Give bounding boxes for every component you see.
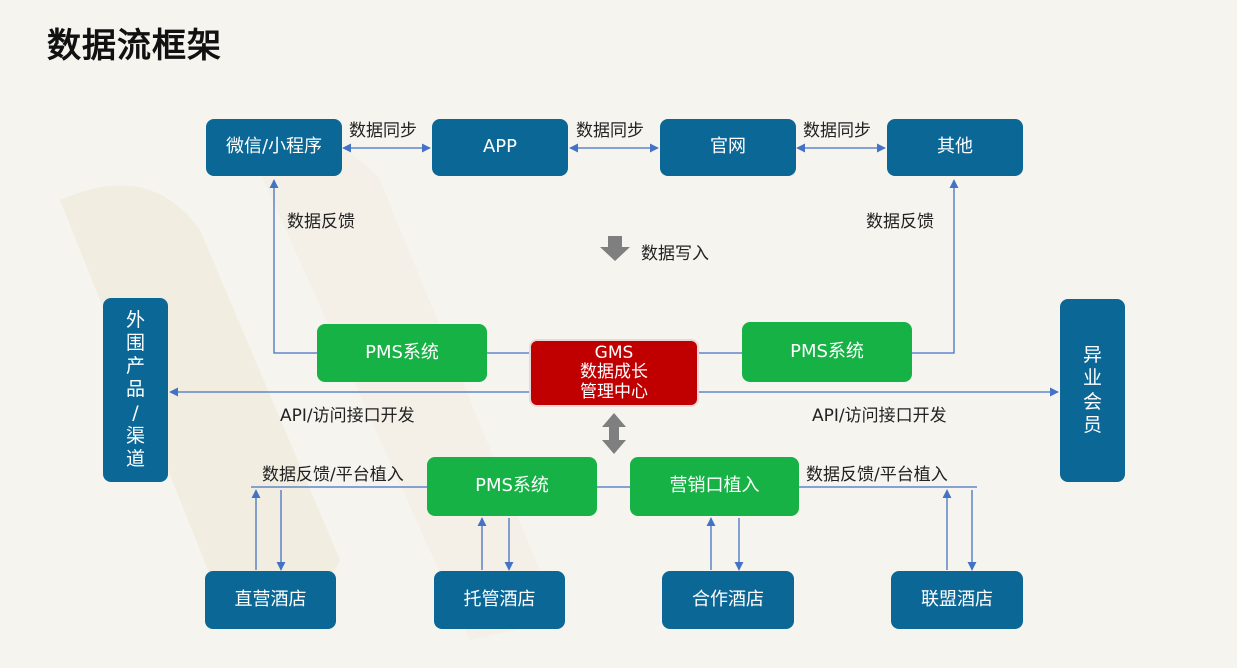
- partner-hotel-box: 合作酒店: [662, 571, 794, 629]
- data-write-arrow-icon: [600, 236, 630, 261]
- pms-system-left: PMS系统: [317, 324, 487, 382]
- sync-label-3: 数据同步: [803, 121, 871, 141]
- gms-line3: 管理中心: [580, 381, 648, 402]
- managed-hotel-box: 托管酒店: [434, 571, 565, 629]
- website-box: 官网: [660, 119, 796, 176]
- marketing-embed-box: 营销口植入: [630, 457, 799, 516]
- direct-hotel-box: 直营酒店: [205, 571, 336, 629]
- gms-line1: GMS: [594, 342, 634, 363]
- pms-system-right: PMS系统: [742, 322, 912, 382]
- bottom-feedback-label-left: 数据反馈/平台植入: [262, 465, 404, 485]
- app-box: APP: [432, 119, 568, 176]
- api-label-left: API/访问接口开发: [280, 406, 415, 426]
- api-label-right: API/访问接口开发: [812, 406, 947, 426]
- feedback-label-left: 数据反馈: [287, 212, 355, 232]
- pms-system-bottom: PMS系统: [427, 457, 597, 516]
- feedback-line-left: [269, 179, 317, 354]
- feedback-label-right: 数据反馈: [866, 212, 934, 232]
- gms-line2: 数据成长: [580, 362, 648, 383]
- crossindustry-members-box: 异业会员: [1060, 299, 1125, 482]
- sync-label-1: 数据同步: [349, 121, 417, 141]
- data-write-label: 数据写入: [641, 244, 709, 264]
- wechat-miniprogram-box: 微信/小程序: [206, 119, 342, 176]
- page-title: 数据流框架: [47, 26, 222, 66]
- alliance-hotel-box: 联盟酒店: [891, 571, 1023, 629]
- gms-center-box: GMS 数据成长 管理中心: [529, 339, 699, 407]
- double-arrow-icon: [602, 413, 626, 454]
- bottom-feedback-label-right: 数据反馈/平台植入: [806, 465, 948, 485]
- sync-label-2: 数据同步: [576, 121, 644, 141]
- feedback-line-right: [912, 179, 959, 354]
- peripheral-channels-box: 外围产品/渠道: [103, 298, 168, 482]
- other-box: 其他: [887, 119, 1023, 176]
